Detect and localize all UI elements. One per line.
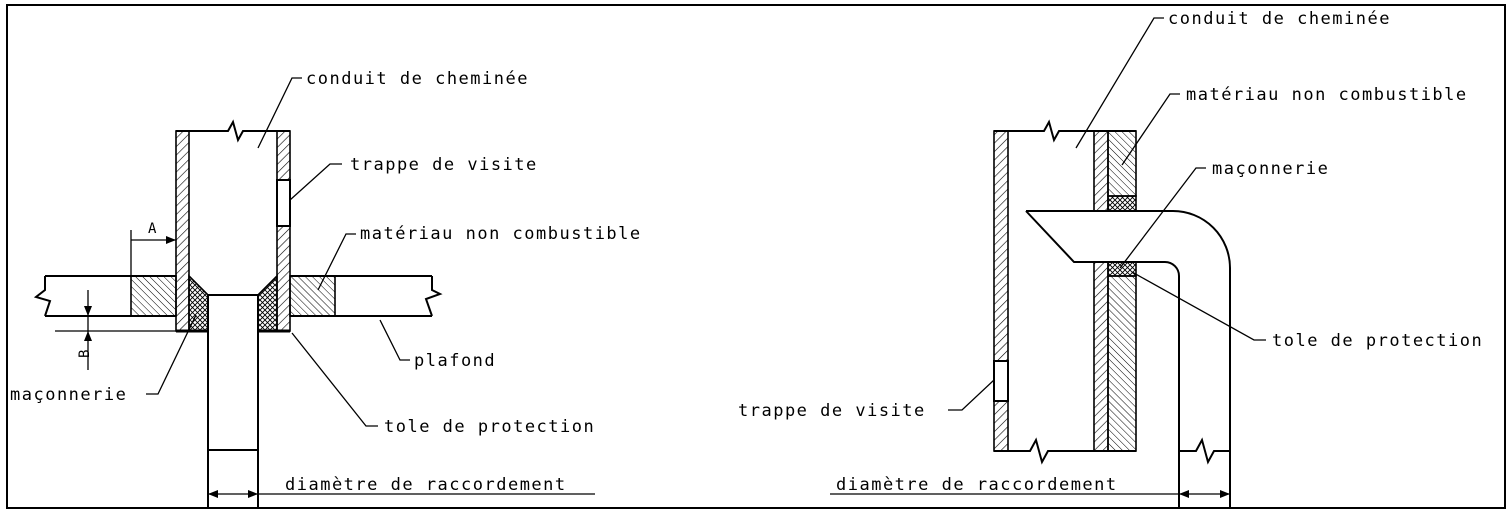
chimney-wall-left — [175, 130, 190, 332]
right-top-break — [994, 119, 1136, 143]
materiau-upper — [1107, 130, 1137, 197]
dim-a-arrow — [166, 236, 176, 244]
materiau-lower — [1107, 275, 1137, 452]
ceiling-slab — [45, 275, 432, 317]
right-figure: diamètre de raccordement conduit de chem… — [738, 9, 1483, 508]
dim-b-arrow-bottom — [84, 331, 92, 341]
maconnerie-right — [257, 274, 278, 332]
leader-tole-right — [1131, 271, 1266, 341]
pipe-break — [1179, 437, 1230, 465]
ceiling-break-right — [424, 276, 443, 317]
leader-plafond — [379, 319, 410, 361]
diametre-label-left: diamètre de raccordement — [285, 475, 567, 495]
materiau-collar-left — [130, 275, 177, 317]
chimney-wall-inner-upper — [1093, 130, 1109, 212]
leader-maconnerie-left — [146, 314, 197, 395]
left-figure: A B diamètre de raccordement conduit de … — [10, 69, 642, 508]
dim-b-lines — [55, 290, 176, 370]
chimney-wall-inner-lower — [1093, 261, 1109, 452]
ceiling-break-left — [33, 276, 52, 317]
drawing-frame — [6, 4, 1506, 509]
dim-b-arrow-top — [84, 306, 92, 316]
leader-conduit-left — [257, 77, 302, 149]
connection-pipe — [207, 294, 259, 508]
materiau-collar-right — [289, 275, 336, 317]
chimney-wall-right — [276, 130, 291, 181]
label-materiau-right: matériau non combustible — [1186, 85, 1468, 105]
label-tole-left: tole de protection — [384, 417, 595, 437]
label-maconnerie-left: maçonnerie — [10, 385, 127, 405]
label-conduit-left: conduit de cheminée — [306, 69, 529, 89]
label-maconnerie-right: maçonnerie — [1212, 159, 1329, 179]
diametre-arrows — [208, 490, 258, 498]
chimney-top-break — [176, 119, 290, 143]
leader-maconnerie-right — [1119, 167, 1206, 269]
leader-materiau-right — [1121, 93, 1180, 166]
leader-trappe-right — [948, 379, 995, 411]
label-materiau-left: matériau non combustible — [360, 224, 642, 244]
label-tole-right: tole de protection — [1272, 331, 1483, 351]
leader-materiau-left — [317, 233, 356, 291]
trappe-de-visite-right — [993, 360, 1009, 402]
chimney-wall-right-lower — [276, 225, 291, 332]
leader-trappe-left — [289, 163, 342, 201]
diametre-label-right: diamètre de raccordement — [836, 475, 1118, 495]
maconnerie-lower — [1107, 261, 1137, 277]
trappe-de-visite-left — [276, 179, 291, 227]
label-trappe-right: trappe de visite — [738, 401, 926, 421]
leader-conduit-right — [1075, 17, 1164, 149]
leader-tole-left — [291, 332, 378, 427]
label-trappe-left: trappe de visite — [350, 155, 538, 175]
dim-a-label: A — [148, 221, 157, 237]
maconnerie-upper — [1107, 195, 1137, 212]
dim-b-label: B — [77, 350, 93, 358]
connection-hood — [1025, 210, 1231, 508]
label-plafond: plafond — [414, 351, 496, 371]
label-conduit-right: conduit de cheminée — [1168, 9, 1391, 29]
chimney-wall-outer-lower — [993, 400, 1009, 452]
chimney-wall-outer-upper — [993, 130, 1009, 362]
right-bottom-break — [994, 437, 1136, 465]
